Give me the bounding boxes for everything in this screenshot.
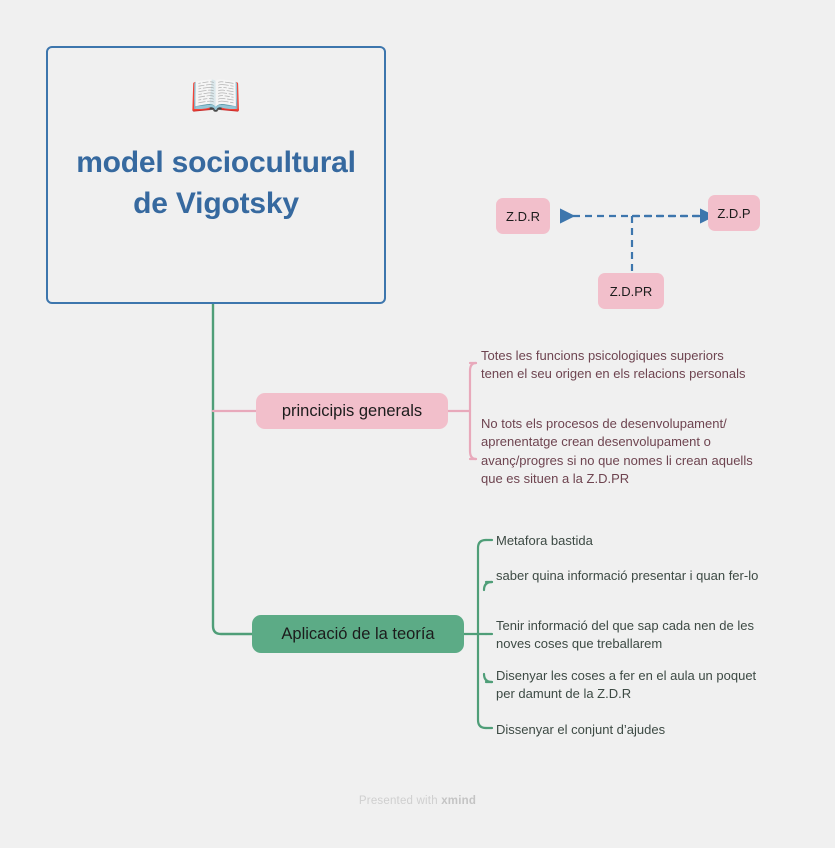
branch-node-aplicacio-label: Aplicació de la teoría <box>281 624 435 643</box>
footer-prefix: Presented with <box>358 795 442 807</box>
zdr-box[interactable]: Z.D.R <box>496 198 550 234</box>
zdpr-box[interactable]: Z.D.PR <box>598 273 664 309</box>
leaf-aplicacio-2[interactable]: saber quina informació presentar i quan … <box>496 568 759 583</box>
zdpr-box-label: Z.D.PR <box>609 283 653 299</box>
branch-node-principis[interactable]: princicipis generals <box>256 393 448 429</box>
leaf-aplicacio-4[interactable]: Disenyar les coses a fer en el aula un p… <box>496 668 757 702</box>
leaf-principis-1[interactable]: Totes les funcions psicologiques superio… <box>481 348 746 382</box>
zdp-box-label: Z.D.P <box>717 205 751 221</box>
branch-node-aplicacio[interactable]: Aplicació de la teoría <box>252 615 464 653</box>
root-node-title: model sociocultural de Vigotsky <box>76 146 356 221</box>
zdp-box[interactable]: Z.D.P <box>708 195 760 231</box>
leaf-aplicacio-1[interactable]: Metafora bastida <box>496 533 593 548</box>
leaf-aplicacio-5[interactable]: Dissenyar el conjunt d’ajudes <box>496 722 666 737</box>
branch-node-principis-label: princicipis generals <box>281 401 423 420</box>
leaf-principis-2[interactable]: No tots els procesos de desenvolupament/… <box>481 416 753 487</box>
footer-watermark: Presented with xmind <box>0 795 835 807</box>
leaf-aplicacio-3[interactable]: Tenir informació del que sap cada nen de… <box>496 618 754 652</box>
root-node[interactable]: 📖 model sociocultural de Vigotsky <box>46 46 386 304</box>
footer-brand: xmind <box>441 795 477 807</box>
open-book-icon: 📖 <box>189 72 243 119</box>
zdr-box-label: Z.D.R <box>506 208 540 224</box>
